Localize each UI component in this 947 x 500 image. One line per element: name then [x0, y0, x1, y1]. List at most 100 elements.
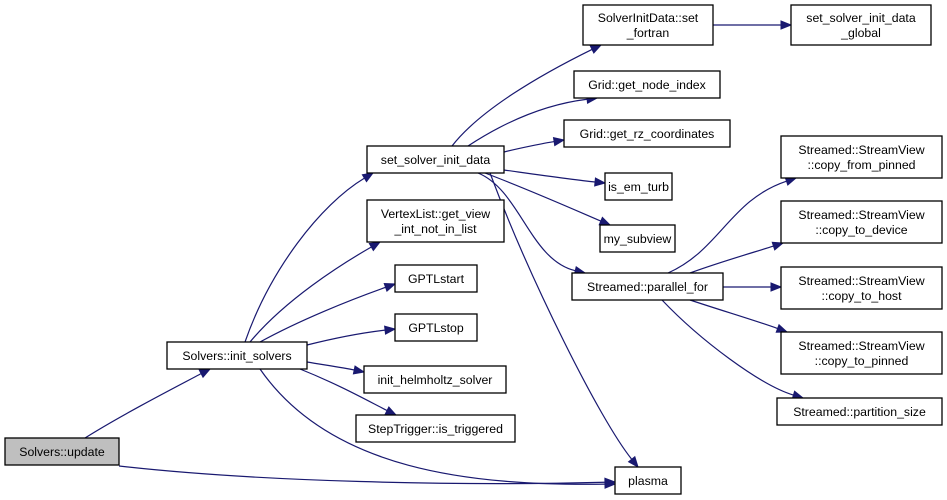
node-box[interactable] — [166, 341, 308, 370]
edge-parallel_for-to-copy_to_host — [723, 282, 783, 292]
node-subview[interactable]: my_subview — [599, 224, 676, 253]
node-box[interactable] — [780, 135, 943, 179]
node-label: ::copy_to_pinned — [815, 354, 909, 368]
arrowhead-icon — [384, 406, 398, 416]
edge-update-to-init_solvers — [84, 368, 212, 439]
node-gptlstop[interactable]: GPTLstop — [394, 313, 478, 342]
node-box[interactable] — [776, 397, 943, 426]
node-box[interactable] — [394, 264, 478, 293]
node-update[interactable]: Solvers::update — [4, 437, 120, 466]
node-label: Solvers::init_solvers — [182, 349, 291, 363]
node-box[interactable] — [573, 70, 721, 99]
nodes-layer: Solvers::update Solvers::init_solvers set_… — [4, 4, 943, 495]
node-box[interactable] — [394, 313, 478, 342]
node-copy-to-pinned[interactable]: Streamed::StreamView::copy_to_pinned — [780, 331, 943, 375]
edge-line — [689, 299, 778, 330]
node-rz-coords[interactable]: Grid::get_rz_coordinates — [563, 119, 731, 148]
node-box[interactable] — [780, 331, 943, 375]
node-box[interactable] — [599, 224, 676, 253]
node-vertexlist[interactable]: VertexList::get_view_int_not_in_list — [366, 199, 505, 243]
edge-line — [84, 373, 202, 439]
node-box[interactable] — [363, 365, 507, 394]
arrowhead-icon — [361, 172, 375, 183]
node-label: Streamed::StreamView — [798, 274, 924, 288]
node-box[interactable] — [614, 466, 682, 495]
node-partition-size[interactable]: Streamed::partition_size — [776, 397, 943, 426]
arrowhead-icon — [552, 136, 566, 147]
edge-line — [467, 98, 588, 147]
edge-line — [661, 299, 794, 396]
edge-init_solvers-to-gptlstop — [306, 325, 397, 346]
edge-parallel_for-to-copy_to_device — [689, 241, 785, 274]
edge-init_solvers-to-plasma — [259, 368, 617, 489]
node-copy-from-pinned[interactable]: Streamed::StreamView::copy_from_pinned — [780, 135, 943, 179]
node-box[interactable] — [366, 145, 505, 174]
node-label: set_solver_init_data — [381, 153, 491, 167]
node-label: Grid::get_rz_coordinates — [580, 127, 715, 141]
node-label: Streamed::partition_size — [793, 405, 926, 419]
node-label: Streamed::parallel_for — [587, 280, 708, 294]
node-gptlstart[interactable]: GPTLstart — [394, 264, 478, 293]
node-parallel-for[interactable]: Streamed::parallel_for — [571, 272, 724, 301]
edge-set_solver_init_data-to-set_fortran — [451, 44, 603, 147]
node-label: _global — [840, 26, 881, 40]
node-label: my_subview — [604, 232, 672, 246]
node-steptrigger[interactable]: StepTrigger::is_triggered — [355, 414, 516, 443]
edge-line — [503, 140, 555, 153]
node-box[interactable] — [780, 200, 943, 244]
edge-set_fortran-to-global — [713, 20, 793, 30]
arrowhead-icon — [780, 20, 793, 30]
node-init-solvers[interactable]: Solvers::init_solvers — [166, 341, 308, 370]
node-copy-to-device[interactable]: Streamed::StreamView::copy_to_device — [780, 200, 943, 244]
edge-set_solver_init_data-to-em_turb — [503, 169, 607, 187]
node-box[interactable] — [366, 199, 505, 243]
node-box[interactable] — [780, 266, 943, 310]
node-label: _fortran — [626, 26, 670, 40]
edge-line — [484, 172, 602, 222]
node-node-index[interactable]: Grid::get_node_index — [573, 70, 721, 99]
node-box[interactable] — [4, 437, 120, 466]
node-global[interactable]: set_solver_init_data_global — [790, 4, 932, 46]
edge-line — [306, 361, 355, 371]
node-label: Streamed::StreamView — [798, 208, 924, 222]
node-label: _int_not_in_list — [393, 222, 477, 236]
node-copy-to-host[interactable]: Streamed::StreamView::copy_to_host — [780, 266, 943, 310]
arrowhead-icon — [770, 282, 783, 292]
node-label: set_solver_init_data — [806, 11, 916, 25]
edge-parallel_for-to-copy_to_pinned — [689, 299, 789, 333]
edge-line — [259, 368, 606, 485]
node-box[interactable] — [604, 172, 673, 201]
edge-init_solvers-to-set_solver_init_data — [244, 172, 375, 343]
node-label: Streamed::StreamView — [798, 339, 924, 353]
node-box[interactable] — [571, 272, 724, 301]
node-em-turb[interactable]: is_em_turb — [604, 172, 673, 201]
arrowhead-icon — [368, 241, 382, 252]
arrowhead-icon — [589, 44, 603, 54]
node-label: ::copy_from_pinned — [807, 158, 915, 172]
node-plasma[interactable]: plasma — [614, 466, 682, 495]
edge-line — [503, 169, 596, 183]
node-helmholtz[interactable]: init_helmholtz_solver — [363, 365, 507, 394]
edge-line — [118, 465, 606, 485]
node-label: ::copy_to_device — [815, 223, 907, 237]
edge-line — [249, 246, 372, 343]
node-box[interactable] — [790, 4, 932, 46]
arrowhead-icon — [352, 365, 366, 375]
node-box[interactable] — [582, 4, 714, 46]
node-box[interactable] — [355, 414, 516, 443]
node-label: GPTLstart — [408, 272, 465, 286]
arrowhead-icon — [594, 177, 607, 187]
node-set-solver-init-data[interactable]: set_solver_init_data — [366, 145, 505, 174]
arrowhead-icon — [198, 368, 212, 379]
arrowhead-icon — [383, 283, 397, 292]
node-set-fortran[interactable]: SolverInitData::set_fortran — [582, 4, 714, 46]
edge-init_solvers-to-helmholtz — [306, 361, 366, 375]
edge-set_solver_init_data-to-rz_coords — [503, 136, 566, 153]
node-box[interactable] — [563, 119, 731, 148]
node-label: GPTLstop — [408, 321, 464, 335]
edges-layer — [84, 20, 805, 489]
node-label: StepTrigger::is_triggered — [368, 422, 503, 436]
arrowhead-icon — [604, 479, 617, 489]
edge-line — [667, 180, 787, 274]
